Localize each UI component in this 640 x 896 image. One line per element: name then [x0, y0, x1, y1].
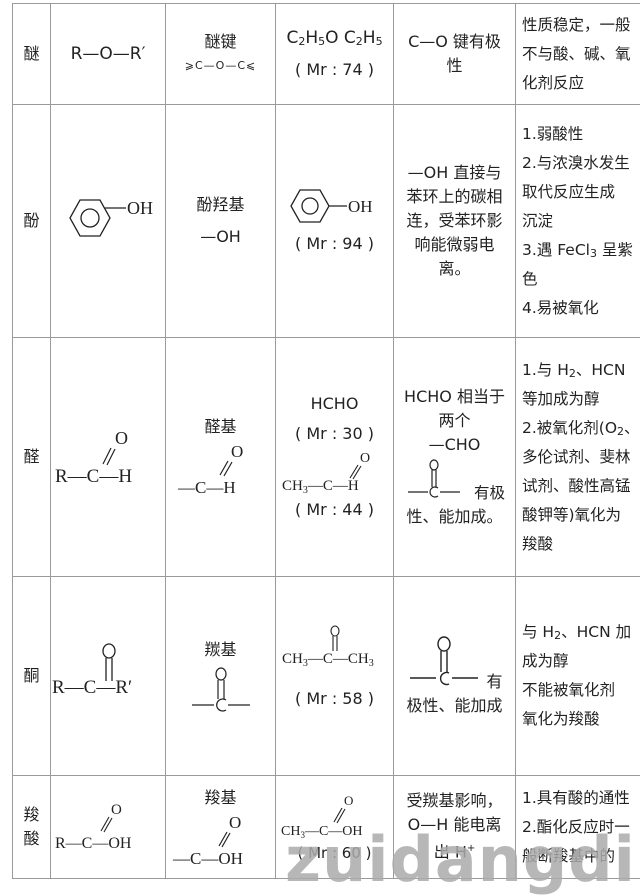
- row-ether: 醚 R—O—R′ 醚键 ⩾C—O—C⩽ C2H5O C2H5 ( Mr : 74…: [13, 4, 640, 105]
- general-formula: R—O—R′: [51, 4, 166, 105]
- acetic-acid-structure-icon: O CH3—C—OH: [279, 789, 391, 841]
- svg-text:O: O: [115, 428, 128, 448]
- carbonyl-group-icon: [406, 634, 486, 694]
- properties: 与 H2、HCN 加 成为醇 不能被氧化剂 氧化为羧酸: [516, 577, 640, 776]
- carbonyl-inline: 有: [394, 634, 515, 694]
- general-formula: O R—C—H: [51, 338, 166, 577]
- functional-group: 醛基 O —C—H: [166, 338, 276, 577]
- svg-text:O: O: [111, 802, 122, 818]
- svg-text:O: O: [360, 451, 370, 466]
- structure-feature: HCHO 相当于 两个 —CHO 有极 性、能加成。: [394, 338, 516, 577]
- representative: OH ( Mr : 94 ): [276, 105, 394, 338]
- properties: 1.具有酸的通性 2.酯化反应时一 般断羧基中的: [516, 776, 640, 879]
- svg-text:—C—H: —C—H: [177, 478, 236, 497]
- group-formula: ⩾C—O—C⩽: [166, 54, 275, 78]
- representative: CH3—C—CH3 ( Mr : 58 ): [276, 577, 394, 776]
- representative: HCHO ( Mr : 30 ) O CH3—C—H ( Mr : 44 ): [276, 338, 394, 577]
- carbonyl-group-icon: [404, 457, 474, 505]
- phenol-rep-structure-icon: OH: [285, 186, 385, 232]
- carboxyl-group-icon: O —C—OH: [171, 810, 271, 868]
- aldehyde-group-icon: O —C—H: [176, 439, 266, 499]
- acetaldehyde-structure-icon: O CH3—C—H: [280, 448, 390, 494]
- structure-feature: 受羰基影响， O—H 能电离 出 H+: [394, 776, 516, 879]
- svg-text:CH3—C—CH3: CH3—C—CH3: [282, 651, 374, 669]
- properties: 1.弱酸性 2.与浓溴水发生 取代反应生成 沉淀 3.遇 FeCl3 呈紫 色 …: [516, 105, 640, 338]
- row-carboxylic-acid: 羧 酸 O R—C—OH 羧基 O —C—OH O: [13, 776, 640, 879]
- svg-text:O: O: [231, 442, 243, 461]
- svg-text:CH3—C—OH: CH3—C—OH: [281, 824, 363, 840]
- properties: 性质稳定，一般 不与酸、碱、氧 化剂反应: [516, 4, 640, 105]
- row-aldehyde: 醛 O R—C—H 醛基 O —C—H HCHO ( Mr : 30 ) O: [13, 338, 640, 577]
- class-name: 酚: [13, 105, 51, 338]
- svg-text:R—C—R′: R—C—R′: [52, 677, 132, 698]
- svg-text:R—C—OH: R—C—OH: [55, 835, 132, 852]
- general-formula: R—C—R′: [51, 577, 166, 776]
- representative: O CH3—C—OH ( Mr : 60 ): [276, 776, 394, 879]
- functional-group: 醚键 ⩾C—O—C⩽: [166, 4, 276, 105]
- class-name: 醚: [13, 4, 51, 105]
- organic-compounds-table: 醚 R—O—R′ 醚键 ⩾C—O—C⩽ C2H5O C2H5 ( Mr : 74…: [12, 3, 640, 879]
- svg-text:OH: OH: [348, 197, 373, 216]
- rep-formula: C2H5O C2H5: [276, 22, 393, 54]
- group-name: 醚键: [166, 30, 275, 54]
- representative: C2H5O C2H5 ( Mr : 74 ): [276, 4, 394, 105]
- svg-text:CH3—C—H: CH3—C—H: [282, 478, 359, 494]
- class-name: 羧 酸: [13, 776, 51, 879]
- acetone-structure-icon: CH3—C—CH3: [280, 623, 390, 669]
- carbonyl-inline: 有极: [394, 457, 515, 505]
- functional-group: 羧基 O —C—OH: [166, 776, 276, 879]
- svg-text:R—C—H: R—C—H: [55, 466, 132, 487]
- general-formula: O R—C—OH: [51, 776, 166, 879]
- phenol-structure-icon: OH: [56, 190, 161, 252]
- carboxylic-acid-structure-icon: O R—C—OH: [53, 796, 163, 858]
- svg-text:OH: OH: [127, 198, 153, 218]
- structure-feature: 有 极性、能加成: [394, 577, 516, 776]
- structure-feature: —OH 直接与 苯环上的碳相 连，受苯环影 响能微弱电 离。: [394, 105, 516, 338]
- row-ketone: 酮 R—C—R′ 羰基: [13, 577, 640, 776]
- class-name: 酮: [13, 577, 51, 776]
- functional-group: 羰基: [166, 577, 276, 776]
- svg-text:—C—OH: —C—OH: [172, 849, 243, 868]
- properties: 1.与 H2、HCN 等加成为醇 2.被氧化剂(O2、 多伦试剂、斐林 试剂、酸…: [516, 338, 640, 577]
- structure-feature: C—O 键有极 性: [394, 4, 516, 105]
- ketone-structure-icon: R—C—R′: [52, 641, 164, 711]
- functional-group: 酚羟基 —OH: [166, 105, 276, 338]
- row-phenol: 酚 OH 酚羟基 —OH OH ( Mr : 94 ) —OH 直接与 苯: [13, 105, 640, 338]
- class-name: 醛: [13, 338, 51, 577]
- svg-text:O: O: [344, 793, 353, 808]
- svg-text:O: O: [229, 813, 241, 832]
- carbonyl-group-icon: [186, 665, 256, 717]
- general-formula: OH: [51, 105, 166, 338]
- aldehyde-structure-icon: O R—C—H: [53, 422, 163, 492]
- rep-mr: ( Mr : 74 ): [276, 54, 393, 86]
